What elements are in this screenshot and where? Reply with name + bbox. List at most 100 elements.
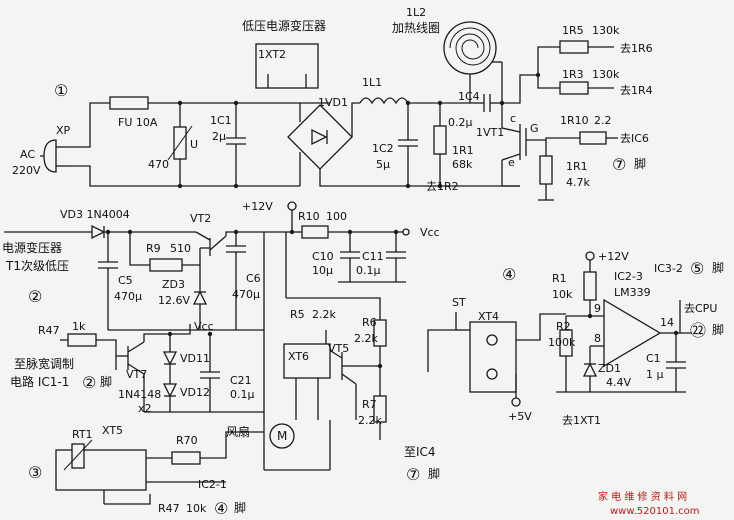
- label-motor-m: M: [277, 429, 287, 443]
- label-vt2: VT2: [190, 212, 211, 225]
- label-c10: C10: [312, 250, 334, 263]
- label-vd12: VD12: [180, 386, 210, 399]
- label-r7: R7: [362, 398, 377, 411]
- label-1n4148: 1N4148: [118, 388, 161, 401]
- label-c21: C21: [230, 374, 252, 387]
- low-voltage-transformer-box: [255, 43, 319, 89]
- resistor-1r1-68k: [433, 125, 447, 155]
- label-0-1u-a: 0.1μ: [356, 264, 381, 277]
- label-c5: C5: [118, 274, 133, 287]
- resistor-1r10: [579, 131, 607, 145]
- label-to-ic6: 去IC6: [620, 132, 649, 145]
- label-4-7k: 4.7k: [566, 176, 590, 189]
- lm339-comparator: [603, 298, 662, 368]
- label-circle-4b: ④: [214, 499, 228, 518]
- label-plus5v: +5V: [508, 410, 532, 423]
- label-ic2-1: IC2-1: [198, 478, 227, 491]
- label-emitter: e: [508, 156, 515, 169]
- label-circle-1: ①: [54, 81, 68, 100]
- label-to-1r4: 去1R4: [620, 84, 653, 97]
- label-r10: R10: [298, 210, 320, 223]
- label-xp: XP: [56, 124, 71, 137]
- label-vcc-b: Vcc: [194, 320, 214, 333]
- resistor-r10: [301, 225, 329, 239]
- label-vd11: VD11: [180, 352, 210, 365]
- label-ac: AC: [20, 148, 35, 161]
- heating-coil: [443, 21, 497, 75]
- label-130k-b: 130k: [592, 68, 620, 81]
- label-xt6: XT6: [288, 350, 309, 363]
- label-1k: 1k: [72, 320, 86, 333]
- label-r70: R70: [176, 434, 198, 447]
- label-to-ic4: 至IC4: [404, 445, 436, 459]
- label-510: 510: [170, 242, 191, 255]
- label-vcc-a: Vcc: [420, 226, 440, 239]
- label-ic2-3: IC2-3: [614, 270, 643, 283]
- label-x2: x2: [138, 402, 152, 415]
- label-10u: 10μ: [312, 264, 333, 277]
- label-circle-22: ㉒: [690, 321, 706, 340]
- label-to-1r6: 去1R6: [620, 42, 653, 55]
- label-r9: R9: [146, 242, 161, 255]
- label-1r5: 1R5: [562, 24, 584, 37]
- fan-connector-xt6: [283, 343, 331, 379]
- label-2-2: 2.2: [594, 114, 612, 127]
- label-pin9: 9: [594, 302, 601, 315]
- label-pin-2: 脚: [100, 374, 112, 389]
- label-circle-4: ④: [502, 265, 516, 284]
- label-pin-22: 脚: [712, 322, 724, 337]
- watermark-url: www.520101.com: [610, 506, 700, 517]
- labels: 低压电源变压器 1XT2 1L1 1VD1 1L2 加热线圈 1R5 130k …: [2, 6, 724, 518]
- fuse-fu: [109, 96, 149, 110]
- xt4-connector: [469, 321, 517, 393]
- label-220v: 220V: [12, 164, 41, 177]
- label-1c1: 1C1: [210, 114, 232, 127]
- label-1vd1: 1VD1: [318, 96, 348, 109]
- label-1vt1: 1VT1: [476, 126, 504, 139]
- label-pin-7a: 脚: [634, 156, 646, 171]
- label-pin14: 14: [660, 316, 674, 329]
- label-st: ST: [452, 296, 466, 309]
- label-pin-4: 脚: [234, 500, 246, 515]
- label-2-2k-b: 2.2k: [354, 332, 378, 345]
- label-c11: C11: [362, 250, 384, 263]
- label-2-2k-a: 2.2k: [312, 308, 336, 321]
- label-lm339: LM339: [614, 286, 651, 299]
- label-r47: R47: [38, 324, 60, 337]
- resistor-1r5: [559, 40, 589, 54]
- label-fan: 风扇: [226, 424, 250, 439]
- label-circle-5: ⑤: [690, 259, 704, 278]
- label-0-1u-b: 0.1μ: [230, 388, 255, 401]
- section-2-low-voltage-supply: [4, 201, 410, 471]
- label-collector: c: [510, 112, 516, 125]
- label-470u-b: 470μ: [232, 288, 260, 301]
- section-1-power-stage: [40, 21, 618, 201]
- label-2-2k-c: 2.2k: [358, 414, 382, 427]
- label-130k-a: 130k: [592, 24, 620, 37]
- label-470u-a: 470μ: [114, 290, 142, 303]
- label-1c4: 1C4: [458, 90, 480, 103]
- label-circle-2b: ②: [82, 373, 96, 392]
- label-r2: R2: [556, 320, 571, 333]
- label-r47b: R47: [158, 502, 180, 515]
- resistor-1r1-4k7: [539, 155, 553, 185]
- watermark-site-name: 家 电 维 修 资 料 网: [598, 490, 687, 503]
- resistor-r70: [171, 451, 201, 465]
- label-1c2: 1C2: [372, 142, 394, 155]
- label-5u: 5μ: [376, 158, 390, 171]
- label-plus12v-b: +12V: [598, 250, 629, 263]
- label-100k: 100k: [548, 336, 576, 349]
- label-2u: 2μ: [212, 130, 226, 143]
- label-pin-7b: 脚: [428, 466, 440, 481]
- label-xt5: XT5: [102, 424, 123, 437]
- label-plus12v: +12V: [242, 200, 273, 213]
- resistor-r1-10k: [583, 271, 597, 301]
- label-1xt2: 1XT2: [258, 48, 286, 61]
- label-1l1: 1L1: [362, 76, 382, 89]
- label-circle-3: ③: [28, 463, 42, 482]
- label-circle-7b: ⑦: [406, 465, 420, 484]
- resistor-r9: [149, 258, 183, 272]
- label-fuse: FU 10A: [118, 116, 158, 129]
- label-vt7: VT7: [126, 368, 147, 381]
